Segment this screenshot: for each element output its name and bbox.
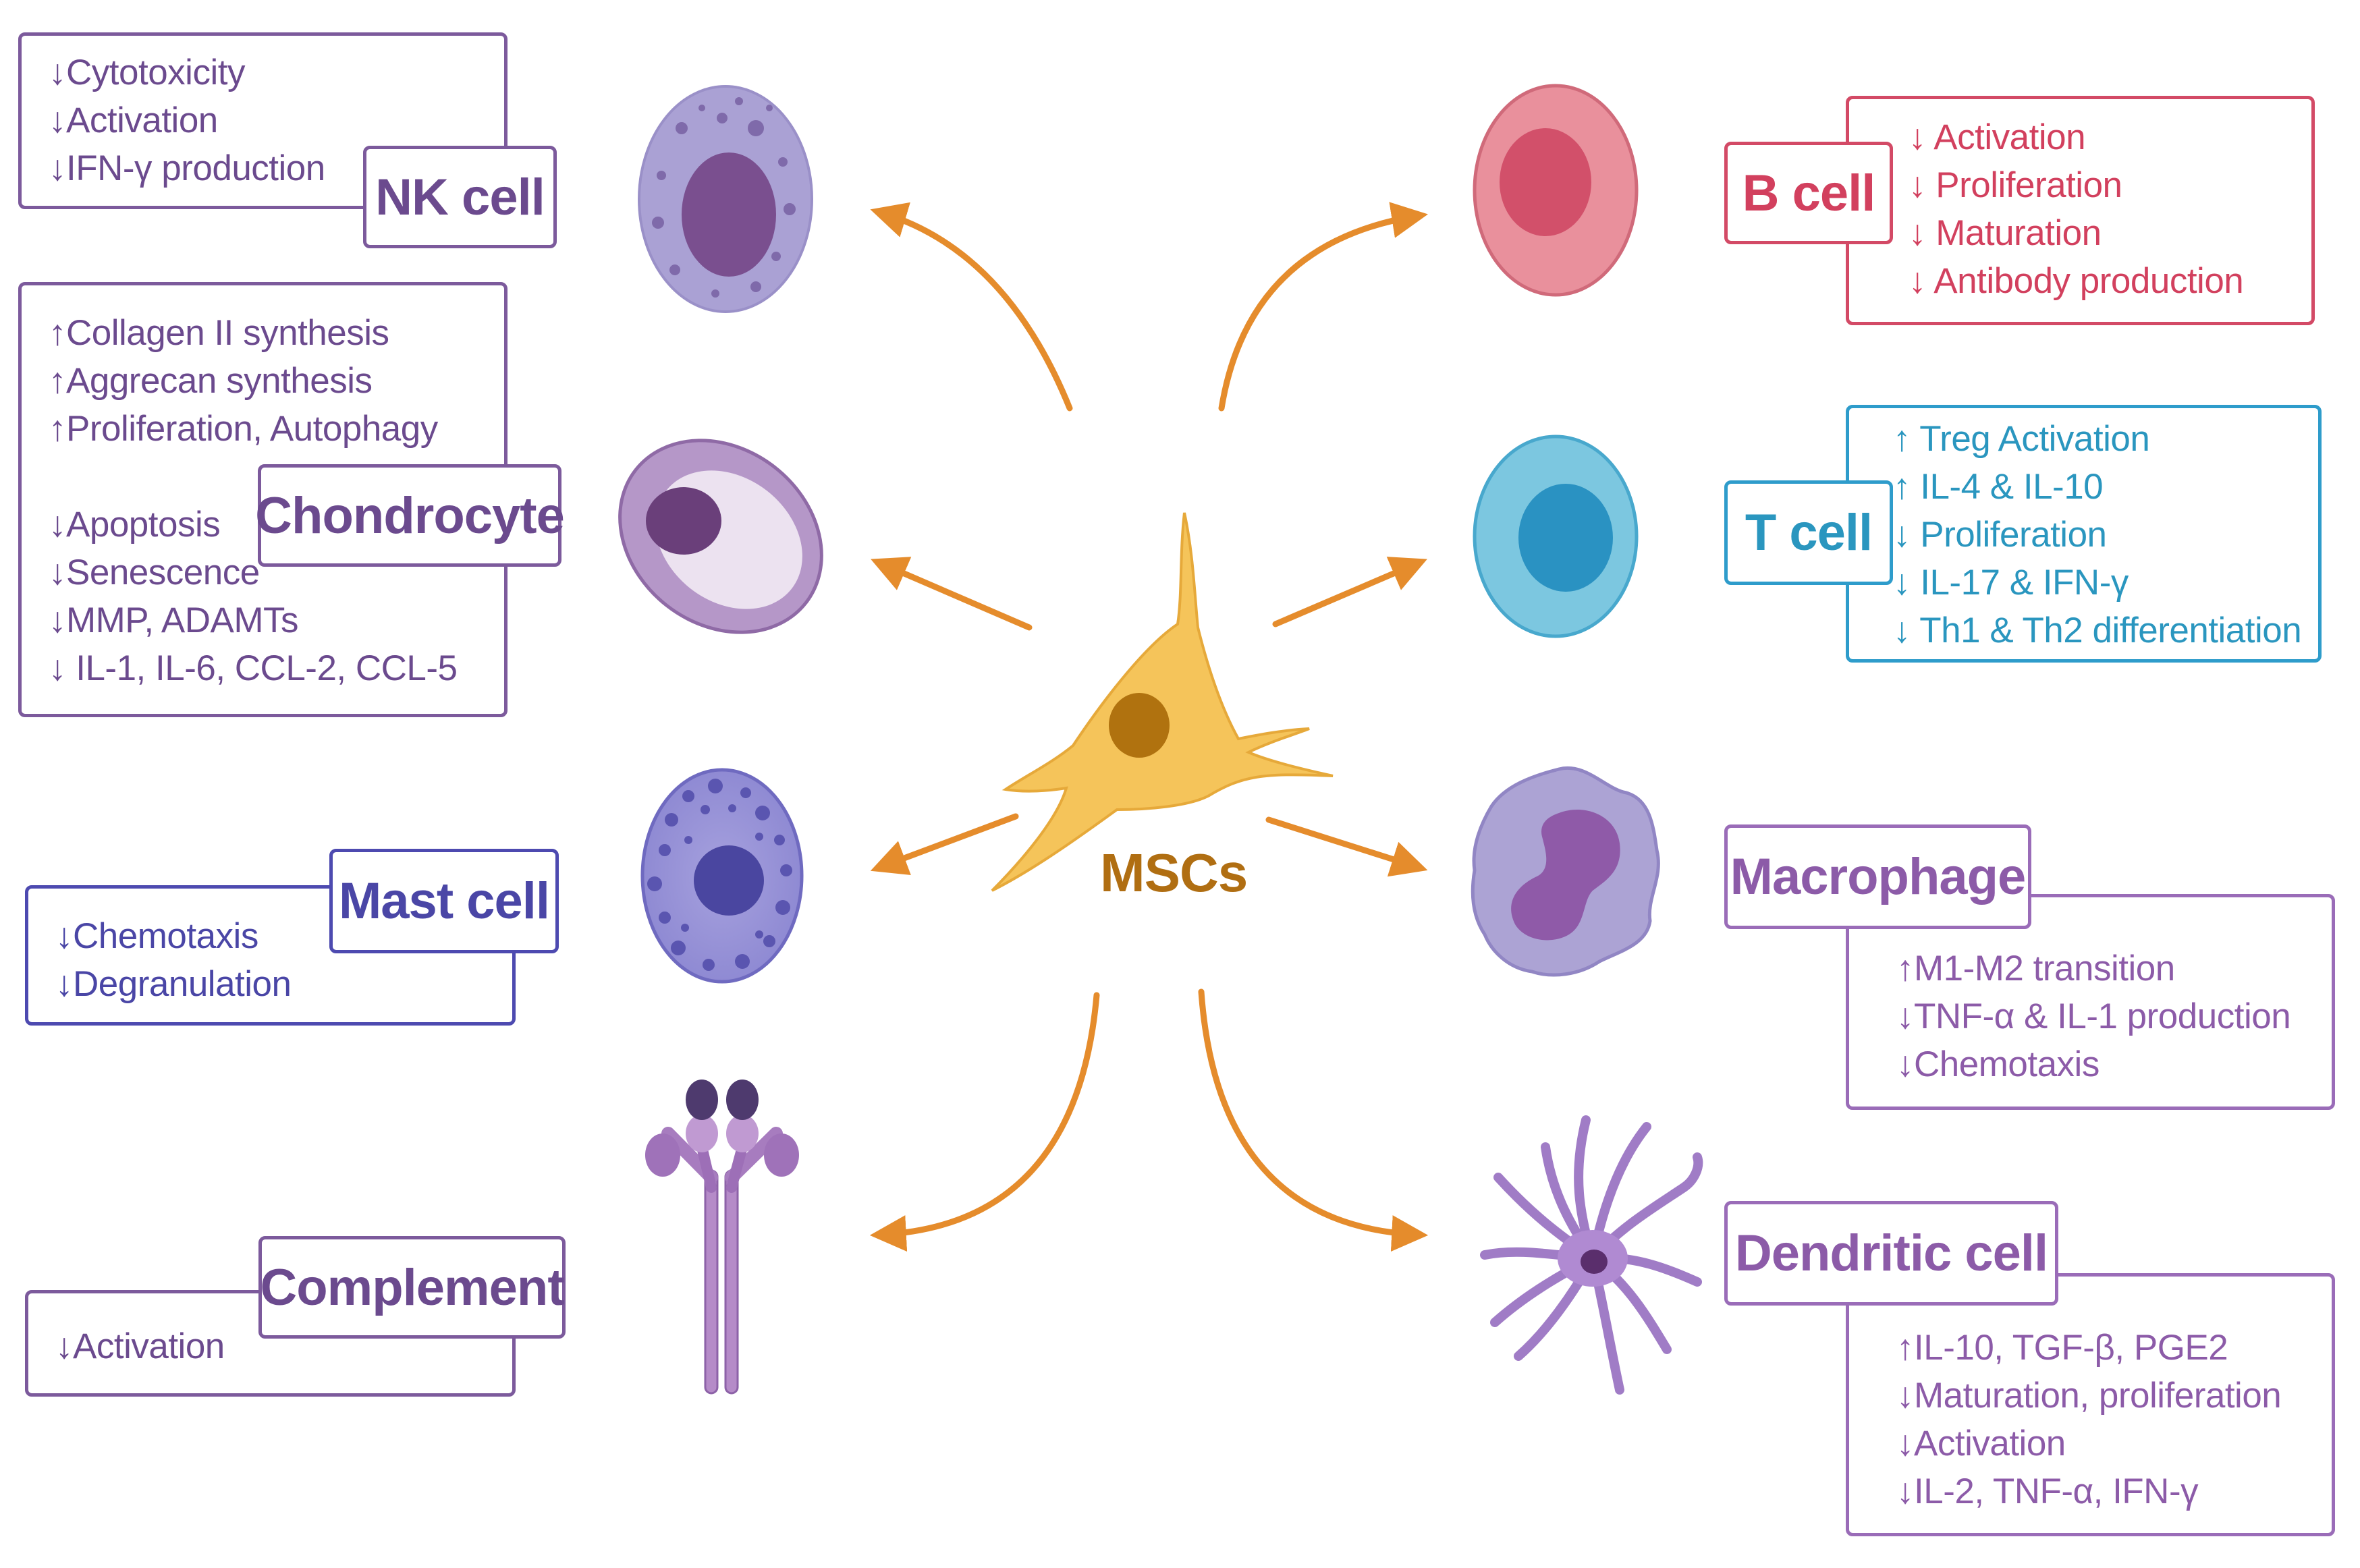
arrows: [869, 202, 1429, 1252]
chondrocyte-effect: ↓Senescence: [49, 553, 260, 592]
t-cell-effects-box: [1846, 405, 2322, 663]
t-cell-effect: ↓ Th1 & Th2 differentiation: [1893, 611, 2302, 650]
nk-cell-effects: ↓Cytotoxicity ↓Activation ↓IFN-γ product…: [49, 49, 325, 192]
chondrocyte-effect: ↓ IL-1, IL-6, CCL-2, CCL-5: [49, 648, 458, 688]
mast-cell-label: Mast cell: [329, 849, 559, 953]
chondrocyte-effect: ↑Aggrecan synthesis: [49, 361, 373, 401]
t-cell-icon: [1473, 435, 1639, 638]
chondrocyte-effect: ↑Proliferation, Autophagy: [49, 409, 438, 449]
arrow-to-chondrocyte: [871, 557, 1033, 631]
nk-effect: ↓Activation: [49, 101, 218, 140]
b-cell-effect: ↓ Activation: [1909, 117, 2086, 157]
t-cell-effect: ↓ IL-17 & IFN-γ: [1893, 563, 2129, 603]
chondrocyte-icon: [618, 439, 823, 634]
dendritic-effect: ↑IL-10, TGF-β, PGE2: [1896, 1328, 2228, 1368]
macrophage-icon: [1471, 766, 1660, 977]
chondrocyte-effect: ↓MMP, ADAMTs: [49, 600, 298, 640]
nk-cell-label: NK cell: [363, 146, 557, 248]
b-cell-effect: ↓ Antibody production: [1909, 261, 2244, 301]
arrow-to-complement: [869, 992, 1100, 1252]
dendritic-effect: ↓Maturation, proliferation: [1896, 1376, 2282, 1416]
dendritic-cell-icon: [1480, 1115, 1703, 1395]
nk-effect: ↓IFN-γ production: [49, 148, 325, 188]
mast-effect: ↓Chemotaxis: [55, 916, 258, 956]
mast-cell-icon: [640, 768, 804, 984]
arrow-to-nk-cell: [870, 202, 1073, 412]
arrow-to-b-cell: [1218, 202, 1428, 412]
complement-effects: ↓Activation: [55, 1322, 225, 1370]
t-cell-effects: ↑ Treg Activation ↑ IL-4 & IL-10 ↓ Proli…: [1893, 415, 2302, 654]
b-cell-icon: [1473, 84, 1639, 297]
t-cell-effect: ↓ Proliferation: [1893, 515, 2107, 555]
mast-effect: ↓Degranulation: [55, 964, 292, 1004]
arrow-to-macrophage: [1265, 816, 1428, 877]
b-cell-effects-box: [1846, 96, 2315, 325]
complement-effect: ↓Activation: [55, 1326, 225, 1366]
arrow-to-t-cell: [1272, 557, 1427, 627]
b-cell-effect: ↓ Proliferation: [1909, 165, 2122, 205]
macrophage-effects-box: [1846, 894, 2335, 1110]
arrow-to-dendritic-cell: [1198, 988, 1429, 1252]
macrophage-effect: ↓TNF-α & IL-1 production: [1896, 997, 2291, 1036]
dendritic-cell-effects-box: [1846, 1273, 2335, 1536]
msc-label: MSCs: [1100, 843, 1248, 903]
dendritic-effect: ↓IL-2, TNF-α, IFN-γ: [1896, 1472, 2199, 1511]
t-cell-effect: ↑ IL-4 & IL-10: [1893, 467, 2104, 507]
chondrocyte-effect: ↑Collagen II synthesis: [49, 313, 389, 353]
b-cell-effects: ↓ Activation ↓ Proliferation ↓ Maturatio…: [1909, 113, 2244, 305]
nk-effect: ↓Cytotoxicity: [49, 53, 245, 92]
chondrocyte-label: Chondrocyte: [255, 464, 565, 567]
dendritic-cell-label: Dendritic cell: [1724, 1201, 2058, 1306]
chondrocyte-effects: ↑Collagen II synthesis ↑Aggrecan synthes…: [49, 309, 458, 692]
complement-icon: [645, 1080, 799, 1395]
arrow-to-mast-cell: [870, 813, 1019, 876]
macrophage-effects: ↑M1-M2 transition ↓TNF-α & IL-1 producti…: [1896, 945, 2291, 1088]
nk-cell-icon: [638, 85, 813, 313]
t-cell-label: T cell: [1724, 480, 1893, 585]
b-cell-label: B cell: [1724, 142, 1893, 244]
mast-cell-effects: ↓Chemotaxis ↓Degranulation: [55, 912, 292, 1008]
chondrocyte-effect: ↓Apoptosis: [49, 505, 221, 544]
t-cell-effect: ↑ Treg Activation: [1893, 419, 2150, 459]
macrophage-effect: ↓Chemotaxis: [1896, 1044, 2100, 1084]
macrophage-label: Macrophage: [1724, 824, 2031, 929]
b-cell-effect: ↓ Maturation: [1909, 213, 2102, 253]
complement-label: Complement: [258, 1236, 566, 1339]
dendritic-effect: ↓Activation: [1896, 1424, 2066, 1463]
msc-cell-icon: [991, 512, 1334, 892]
dendritic-cell-effects: ↑IL-10, TGF-β, PGE2 ↓Maturation, prolife…: [1896, 1324, 2282, 1515]
macrophage-effect: ↑M1-M2 transition: [1896, 949, 2175, 988]
